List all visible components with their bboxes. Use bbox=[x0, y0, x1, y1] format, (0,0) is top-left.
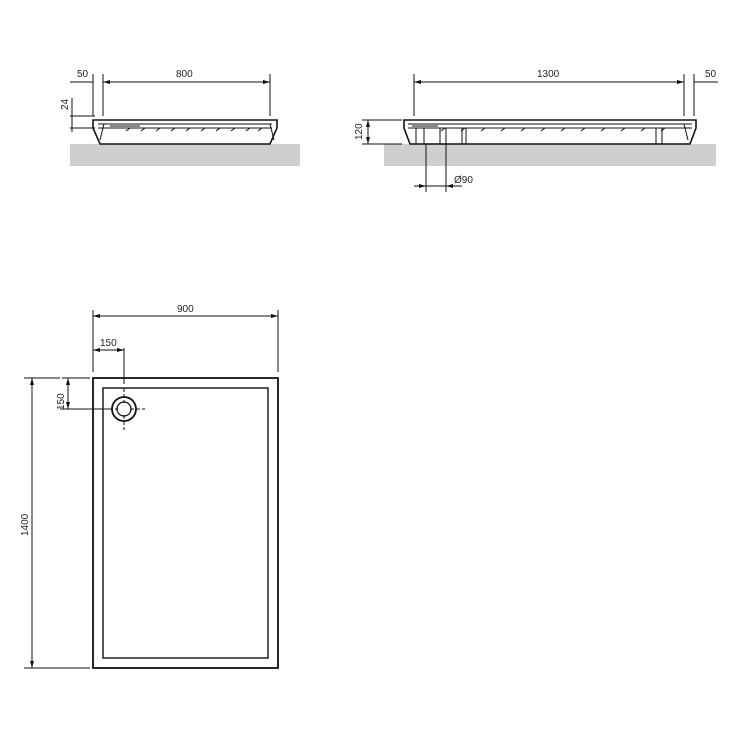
floor-block bbox=[70, 144, 300, 166]
dim-arrows-120 bbox=[366, 120, 370, 144]
tray-slope-line bbox=[683, 123, 689, 141]
drain-center-marks bbox=[103, 388, 145, 430]
tray-slope-lines bbox=[99, 123, 275, 141]
dim-label-800: 800 bbox=[176, 69, 193, 80]
dim-arrows-150-y bbox=[66, 378, 70, 409]
floor-block bbox=[384, 144, 716, 166]
support-feet bbox=[415, 128, 663, 144]
dim-label-90: Ø90 bbox=[454, 175, 473, 186]
dim-label-24: 24 bbox=[60, 98, 71, 110]
extension-lines bbox=[92, 74, 271, 116]
side-view-short: 50 800 24 bbox=[60, 69, 300, 166]
dim-label-120: 120 bbox=[354, 123, 365, 140]
drain-extension-lines bbox=[60, 348, 125, 410]
extension-lines bbox=[413, 74, 695, 116]
tray-outer-outline bbox=[92, 377, 279, 669]
tray-inner-outline bbox=[102, 387, 269, 659]
side-view-long: Ø90 1300 50 120 bbox=[354, 69, 718, 192]
dim-arrows-90 bbox=[419, 184, 453, 188]
extension-lines-1400 bbox=[24, 377, 90, 669]
dim-label-50: 50 bbox=[77, 69, 89, 80]
dim-arrows-150-x bbox=[93, 348, 124, 352]
dim-label-150-y: 150 bbox=[56, 393, 67, 410]
drain-extension-lines bbox=[425, 144, 447, 192]
top-view: 900 150 150 1400 bbox=[20, 304, 279, 669]
dim-label-50: 50 bbox=[705, 69, 717, 80]
dim-label-900: 900 bbox=[177, 304, 194, 315]
tray-texture bbox=[412, 125, 666, 132]
dim-label-150-x: 150 bbox=[100, 338, 117, 349]
dim-label-1400: 1400 bbox=[20, 513, 31, 536]
dim-line-24 bbox=[70, 98, 95, 132]
tray-texture bbox=[110, 125, 263, 132]
dim-label-1300: 1300 bbox=[537, 69, 560, 80]
extension-lines-900 bbox=[92, 310, 279, 372]
tray-profile bbox=[403, 119, 697, 145]
